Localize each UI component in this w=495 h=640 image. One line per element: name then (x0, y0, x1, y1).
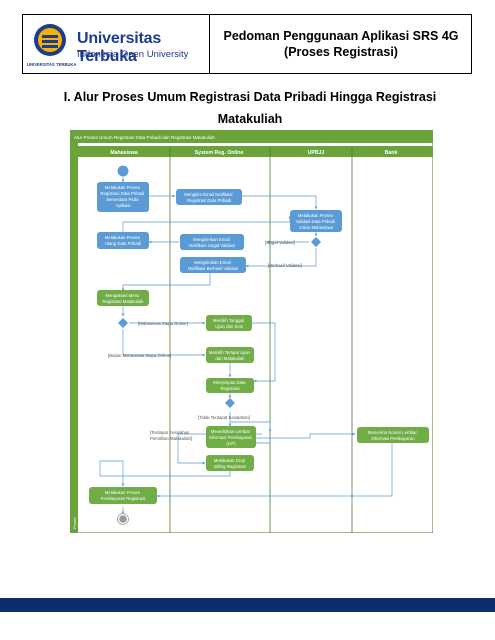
svg-text:Melakukan Proses Validas: Melakukan Proses Validasi Data Pribadi C… (296, 213, 337, 230)
side-label: Proses (73, 517, 77, 529)
start-node-icon (117, 165, 129, 177)
svg-text:Memilih Tempat Ujian dan: Memilih Tempat Ujian dan Matakuliah (209, 350, 251, 361)
lane-system: System Reg. Online (195, 150, 244, 156)
svg-text:Menyimpan Data Registras: Menyimpan Data Registrasi (213, 380, 247, 391)
svg-text:Mengirim Email Notifikasi: Mengirim Email Notifikasi Registrasi Dat… (184, 192, 233, 203)
svg-text:Melakukan Drop Billing R: Melakukan Drop Billing Registrasi (214, 458, 247, 469)
header-divider (209, 15, 210, 73)
guard-siap: [Mahasiswa Siapa Online] (138, 321, 188, 326)
end-node-inner (119, 515, 127, 523)
svg-text:Menerima Nomor Lembar In: Menerima Nomor Lembar Informasi Pembayar… (368, 430, 418, 441)
university-name: Universitas Terbuka (77, 30, 162, 65)
activity-pilih-tanggal: Memilih Tanggal Ujian dan Sesi (206, 315, 252, 331)
activity-simpan-data: Menyimpan Data Registrasi (206, 378, 254, 393)
activity-drop-billing: Melakukan Drop Billing Registrasi (206, 455, 254, 471)
university-logo: Universitas Terbuka Indonesia Open Unive… (23, 15, 209, 73)
footer-bar (0, 598, 495, 612)
document-title-line2: (Proses Registrasi) (284, 45, 398, 59)
activity-email-berhasil: Mengirimkan Email Notifikasi Berhasil Va… (180, 257, 246, 273)
svg-text:Menerbitkan Lembar Infor: Menerbitkan Lembar Informasi Pembayaran … (209, 429, 253, 446)
activity-email-gagal: Mengirimkan Email Notifikasi Gagal Valid… (180, 234, 244, 250)
decision-mahasiswa-icon (118, 318, 128, 328)
guard-tidak: [Tidak Terdapat Kesalahan] (198, 415, 250, 420)
university-seal-icon (34, 24, 66, 56)
lane-bank: Bank (385, 150, 398, 156)
svg-text:Mengakses Menu Registras: Mengakses Menu Registrasi Matakuliah (102, 293, 144, 304)
svg-text:Mengirimkan Email Notifi: Mengirimkan Email Notifikasi Gagal Valid… (189, 237, 235, 248)
university-subtitle: Indonesia Open University (77, 49, 189, 60)
lane-mahasiswa: Mahasiswa (110, 150, 138, 156)
activity-proses-ulang: Melakukan Proses Ulang Data Pribadi (97, 232, 149, 249)
document-title: Pedoman Penggunaan Aplikasi SRS 4G (Pros… (210, 15, 472, 73)
decision-validasi-icon (311, 237, 321, 247)
lane-upbjj: UPBJJ (308, 150, 325, 156)
activity-akses-menu: Mengakses Menu Registrasi Matakuliah (97, 290, 149, 306)
section-title-line2: Matakuliah (217, 112, 283, 126)
guard-terdapat: [Terdapat Kesalahan Pemilihan Matakuliah… (150, 430, 192, 441)
svg-text:Mengirimkan Email Notifi: Mengirimkan Email Notifikasi Berhasil Va… (188, 260, 238, 271)
activity-terima-nomor: Menerima Nomor Lembar Informasi Pembayar… (357, 427, 429, 443)
lane-header-bar (78, 146, 433, 157)
side-bar (70, 143, 78, 533)
activity-registrasi-sementara: Melakukan Proses Registrasi Data Pribadi… (97, 182, 149, 212)
decision-kesalahan-icon (225, 398, 235, 408)
document-header: Universitas Terbuka Indonesia Open Unive… (22, 14, 472, 74)
svg-text:Melakukan Proses Registr: Melakukan Proses Registrasi Data Pribadi… (100, 185, 145, 208)
activity-pembayaran: Melakukan Proses Pembayaran Registrasi (89, 487, 157, 504)
activity-diagram: Alur Proses Umum Registrasi Data Pribadi… (70, 130, 433, 533)
guard-bukan: [Bukan Mahasiswa Siapa Online] (108, 353, 171, 358)
section-title: I. Alur Proses Umum Registrasi Data Prib… (40, 86, 460, 130)
svg-text:Memilih Tanggal Ujian da: Memilih Tanggal Ujian dan Sesi (213, 318, 245, 329)
activity-validasi: Melakukan Proses Validasi Data Pribadi C… (290, 210, 342, 232)
activity-pilih-tempat: Memilih Tempat Ujian dan Matakuliah (206, 347, 254, 363)
svg-text:Melakukan Proses Ulang D: Melakukan Proses Ulang Data Pribadi (105, 235, 142, 246)
activity-email-registrasi: Mengirim Email Notifikasi Registrasi Dat… (176, 189, 242, 205)
document-title-line1: Pedoman Penggunaan Aplikasi SRS 4G (223, 29, 459, 43)
diagram-banner-text: Alur Proses Umum Registrasi Data Pribadi… (74, 135, 215, 140)
guard-berhasil: [Berhasil Validasi] (268, 263, 302, 268)
guard-gagal: [Gagal Validasi] (265, 240, 295, 245)
diagram-banner (70, 130, 433, 143)
university-caption: UNIVERSITAS TERBUKA (27, 62, 77, 67)
activity-terbit-lip: Menerbitkan Lembar Informasi Pembayaran … (206, 426, 256, 448)
svg-text:Melakukan Proses Pembaya: Melakukan Proses Pembayaran Registrasi (101, 490, 146, 501)
section-title-line1: I. Alur Proses Umum Registrasi Data Prib… (63, 90, 437, 104)
